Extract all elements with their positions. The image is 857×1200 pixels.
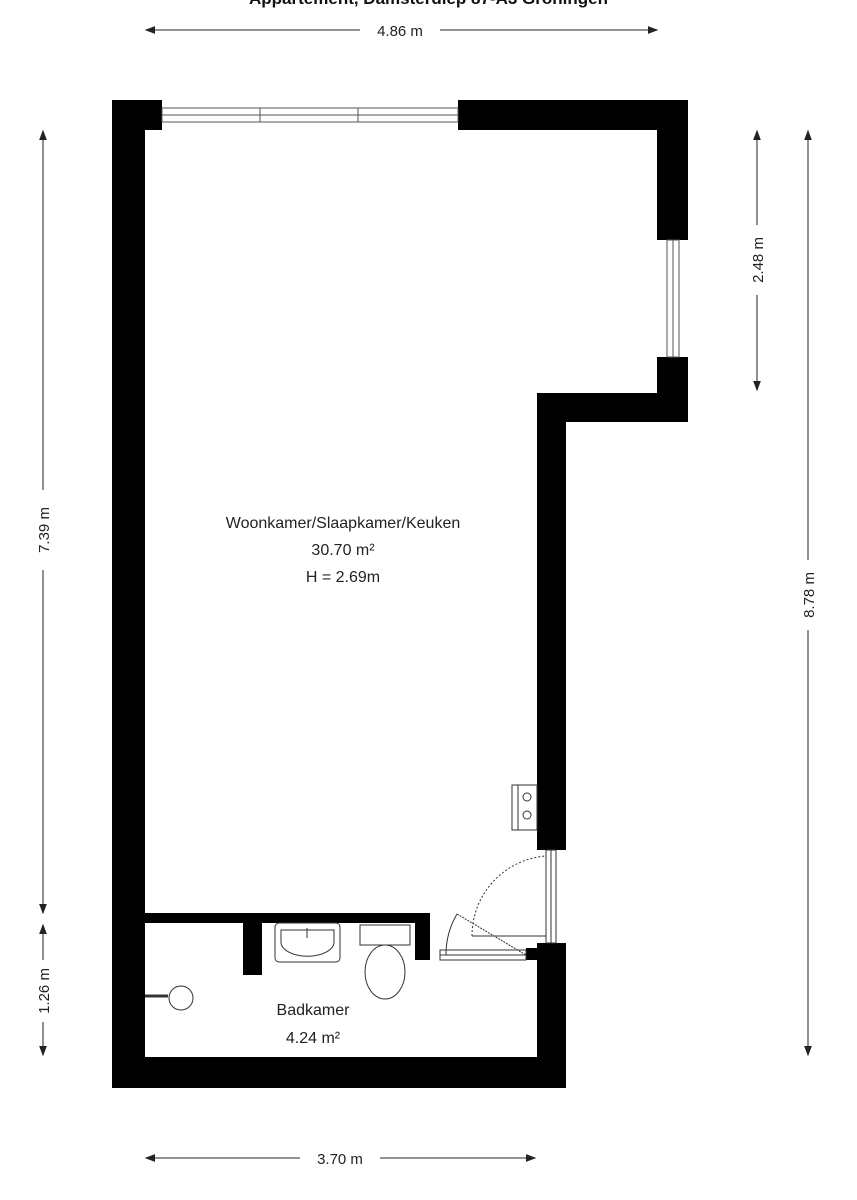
dim-label-top: 4.86 m (377, 23, 423, 40)
stove (511, 784, 538, 831)
toilet (359, 924, 411, 1000)
window-top (161, 107, 459, 123)
dim-label-right-total: 8.78 m (801, 572, 818, 618)
entrance-door (471, 849, 557, 944)
dim-label-left-upper: 7.39 m (36, 507, 53, 553)
shower-head (145, 985, 194, 1011)
plan-title: Appartement, Damsterdiep 87-A3 Groningen (0, 0, 857, 9)
room-area-bathroom: 4.24 m² (286, 1030, 341, 1047)
dim-label-left-lower: 1.26 m (36, 968, 53, 1014)
room-area-living: 30.70 m² (311, 542, 375, 559)
dim-label-right-upper: 2.48 m (750, 237, 767, 283)
room-name-living: Woonkamer/Slaapkamer/Keuken (226, 515, 461, 532)
dim-label-bottom: 3.70 m (317, 1151, 363, 1168)
room-height-living: H = 2.69m (306, 569, 380, 586)
bathroom-sink (274, 922, 341, 963)
walls (112, 100, 688, 1088)
window-right (666, 239, 680, 358)
room-name-bathroom: Badkamer (277, 1002, 351, 1019)
bathroom-door (439, 913, 527, 961)
